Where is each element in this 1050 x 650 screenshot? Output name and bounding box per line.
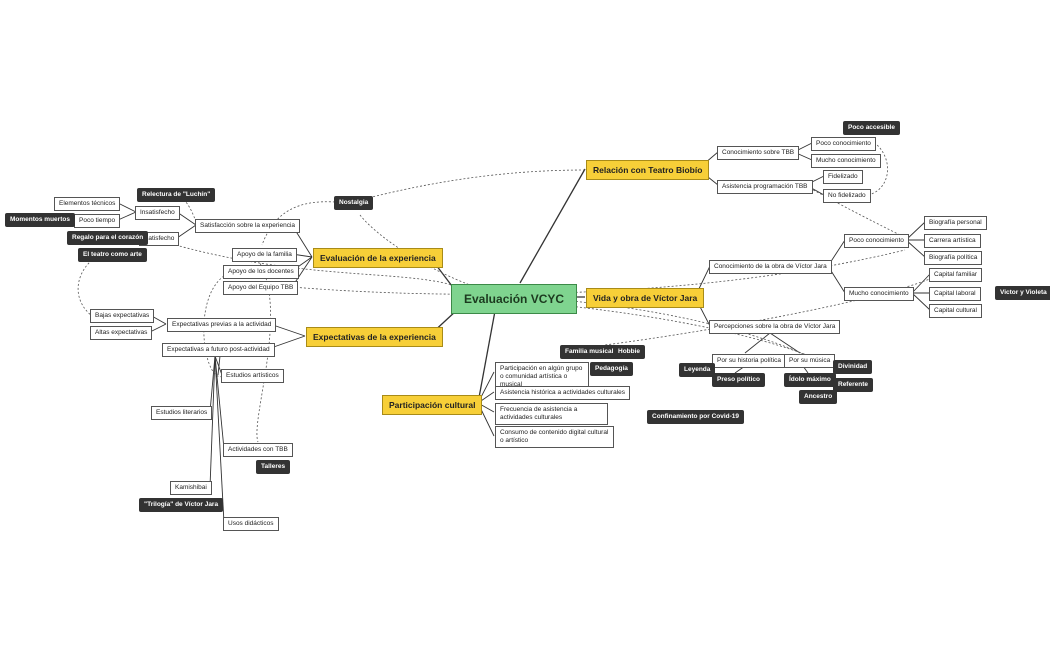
node-mucho-conocimiento-vj[interactable]: Mucho conocimiento: [844, 287, 914, 301]
connector: [176, 211, 197, 239]
label-nostalgia[interactable]: Nostalgia: [334, 196, 374, 210]
label-poco-accesible[interactable]: Poco accesible: [843, 121, 900, 135]
node-capital-familiar[interactable]: Capital familiar: [929, 268, 982, 282]
connector: [911, 273, 931, 311]
label-talleres[interactable]: Talleres: [256, 460, 291, 474]
label-trilogia[interactable]: "Trilogía" de Víctor Jara: [139, 498, 224, 512]
node-poco-conocimiento-tbb[interactable]: Poco conocimiento: [811, 137, 876, 151]
label-teatro-arte[interactable]: El teatro como arte: [78, 248, 147, 262]
label-hobbie[interactable]: Hobbie: [613, 345, 646, 359]
label-referente[interactable]: Referente: [833, 378, 873, 392]
connector: [214, 355, 223, 376]
relationship-line: [171, 243, 453, 286]
node-usos-didacticos[interactable]: Usos didácticos: [223, 517, 279, 531]
node-mucho-conocimiento-tbb[interactable]: Mucho conocimiento: [811, 154, 881, 168]
connector: [744, 332, 801, 354]
node-estudios-artisticos[interactable]: Estudios artísticos: [221, 369, 284, 383]
relationship-line: [867, 142, 888, 196]
node-biografia-personal[interactable]: Biografía personal: [924, 216, 987, 230]
node-conocimiento-obra[interactable]: Conocimiento de la obra de Víctor Jara: [709, 260, 832, 274]
label-victor-violeta[interactable]: Victor y Violeta: [995, 286, 1050, 300]
topic-evaluacion[interactable]: Evaluación de la experiencia: [313, 248, 443, 269]
node-frecuencia-asistencia[interactable]: Frecuencia de asistencia a actividades c…: [495, 403, 608, 425]
connector: [214, 355, 225, 450]
connector: [291, 224, 313, 288]
central-topic[interactable]: Evaluación VCYC: [451, 284, 578, 315]
node-insatisfecho[interactable]: Insatisfecho: [135, 206, 180, 220]
node-apoyo-familia[interactable]: Apoyo de la familia: [232, 248, 297, 262]
label-ancestro[interactable]: Ancestro: [799, 390, 838, 404]
node-poco-conocimiento-vj[interactable]: Poco conocimiento: [844, 234, 909, 248]
connector: [117, 202, 137, 221]
label-familia-musical[interactable]: Familia musical: [560, 345, 619, 359]
node-bajas-expectativas[interactable]: Bajas expectativas: [90, 309, 155, 323]
label-confinamiento[interactable]: Confinamiento por Covid-19: [647, 410, 745, 424]
relationship-line: [177, 194, 197, 223]
topic-vida-obra[interactable]: Vida y obra de Víctor Jara: [586, 288, 705, 309]
node-por-musica[interactable]: Por su música: [784, 354, 836, 368]
node-capital-cultural[interactable]: Capital cultural: [929, 304, 982, 318]
label-divinidad[interactable]: Divinidad: [833, 360, 873, 374]
node-capital-laboral[interactable]: Capital laboral: [929, 287, 981, 301]
node-apoyo-docentes[interactable]: Apoyo de los docentes: [223, 265, 299, 279]
node-expectativas-futuro[interactable]: Expectativas a futuro post-actividad: [162, 343, 275, 357]
node-apoyo-equipo[interactable]: Apoyo del Equipo TBB: [223, 281, 299, 295]
node-elementos-tecnicos[interactable]: Elementos técnicos: [54, 197, 121, 211]
connector: [214, 355, 225, 524]
topic-participacion[interactable]: Participación cultural: [382, 395, 483, 416]
node-consumo-digital[interactable]: Consumo de contenido digital cultural o …: [495, 426, 614, 448]
node-satisfecho[interactable]: Satisfecho: [139, 232, 180, 246]
node-asistencia-historica[interactable]: Asistencia histórica a actividades cultu…: [495, 386, 631, 400]
node-percepciones[interactable]: Percepciones sobre la obra de Víctor Jar…: [709, 320, 841, 334]
relationship-line: [291, 249, 906, 295]
connector: [477, 371, 495, 437]
topic-relacion-teatro[interactable]: Relación con Teatro Biobío: [586, 160, 710, 181]
label-idolo-maximo[interactable]: Ídolo máximo: [784, 373, 836, 387]
relationship-line: [604, 277, 933, 346]
node-satisfaccion[interactable]: Satisfacción sobre la experiencia: [195, 219, 301, 233]
label-momentos-muertos[interactable]: Momentos muertos: [5, 213, 75, 227]
node-conocimiento-tbb[interactable]: Conocimiento sobre TBB: [717, 146, 800, 160]
connector: [905, 221, 926, 258]
node-kamishibai[interactable]: Kamishibai: [170, 481, 212, 495]
label-leyenda[interactable]: Leyenda: [679, 363, 716, 377]
connector: [209, 355, 216, 413]
node-poco-tiempo[interactable]: Poco tiempo: [74, 214, 121, 228]
relationship-line: [77, 259, 93, 317]
relationship-line: [203, 275, 226, 378]
node-no-fidelizado[interactable]: No fidelizado: [823, 189, 871, 203]
label-regalo-corazon[interactable]: Regalo para el corazón: [67, 231, 149, 245]
relationship-line: [261, 201, 336, 246]
connector: [477, 310, 496, 404]
node-estudios-literarios[interactable]: Estudios literarios: [151, 406, 213, 420]
topic-expectativas[interactable]: Expectativas de la experiencia: [306, 327, 443, 348]
node-expectativas-previas[interactable]: Expectativas previas a la actividad: [167, 318, 277, 332]
connector: [519, 168, 586, 284]
connector: [209, 355, 216, 488]
node-carrera-artistica[interactable]: Carrera artística: [924, 234, 981, 248]
node-asistencia-tbb[interactable]: Asistencia programación TBB: [717, 180, 813, 194]
relationship-line: [359, 169, 586, 201]
node-historia-politica[interactable]: Por su historia política: [712, 354, 786, 368]
node-biografia-politica[interactable]: Biografía política: [924, 251, 983, 265]
relationship-line: [256, 259, 271, 443]
label-preso-politico[interactable]: Preso político: [712, 373, 765, 387]
node-altas-expectativas[interactable]: Altas expectativas: [90, 326, 153, 340]
label-pedagogia[interactable]: Pedagogía: [590, 362, 633, 376]
label-relectura-luchin[interactable]: Relectura de "Luchín": [137, 188, 216, 202]
node-actividades-tbb[interactable]: Actividades con TBB: [223, 443, 293, 457]
node-fidelizado[interactable]: Fidelizado: [823, 170, 863, 184]
connector: [217, 355, 221, 376]
